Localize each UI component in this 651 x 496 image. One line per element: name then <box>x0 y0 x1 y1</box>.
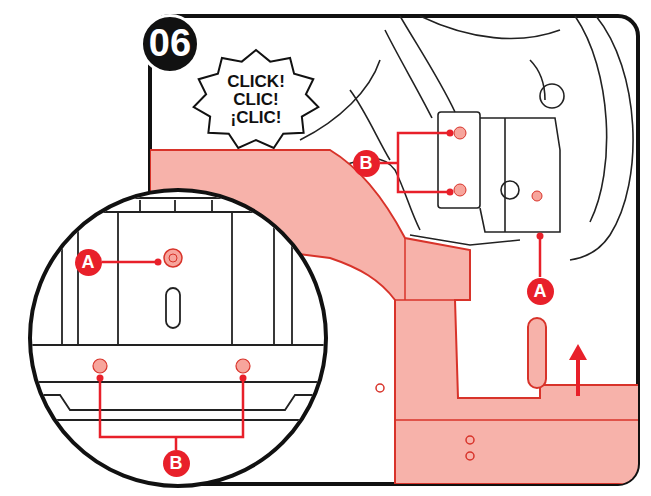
callout-letter-outline <box>163 450 190 477</box>
leader-line <box>380 133 540 277</box>
callout-letter-outline <box>527 278 554 305</box>
detail-inset <box>30 190 326 486</box>
step-number-outline <box>142 16 199 73</box>
callout-letter: A <box>527 278 554 305</box>
hole <box>93 249 250 373</box>
sound-burst-text: ¡CLIC! <box>231 109 282 127</box>
step-number: 06 <box>140 14 200 74</box>
text-group: 06 <box>140 14 200 74</box>
text-group: B <box>163 450 190 477</box>
text-group: A <box>75 249 102 276</box>
callout-letter-outline <box>75 249 102 276</box>
text-group: B <box>353 150 380 177</box>
leader-dot <box>97 375 104 382</box>
leader-dot <box>155 259 162 266</box>
callout-letter-text: A <box>534 282 547 301</box>
leader-dot <box>447 130 454 137</box>
callout-letter: B <box>163 450 190 477</box>
callout-letter-text: B <box>360 154 373 173</box>
leader-dot <box>447 189 454 196</box>
callout-letter-outline <box>353 150 380 177</box>
sound-burst-outline <box>194 50 319 148</box>
callout-letter-text: B <box>170 454 183 473</box>
direction-arrow <box>569 344 587 396</box>
text-group: A <box>527 278 554 305</box>
sound-burst-text: CLICK! <box>227 73 285 91</box>
callout-letter-text: A <box>82 253 95 272</box>
callout-letter: B <box>353 150 380 177</box>
text-group: CLICK!CLIC!¡CLIC! <box>191 48 321 152</box>
sound-burst: CLICK!CLIC!¡CLIC! <box>191 48 321 152</box>
hole <box>454 127 542 201</box>
leader-dot <box>240 375 247 382</box>
step-number-text: 06 <box>149 24 191 64</box>
leader-dot <box>537 233 544 240</box>
callout-letter: A <box>75 249 102 276</box>
inset-detail <box>20 198 340 420</box>
sound-burst-text: CLIC! <box>233 91 278 109</box>
leader-line <box>100 262 243 450</box>
